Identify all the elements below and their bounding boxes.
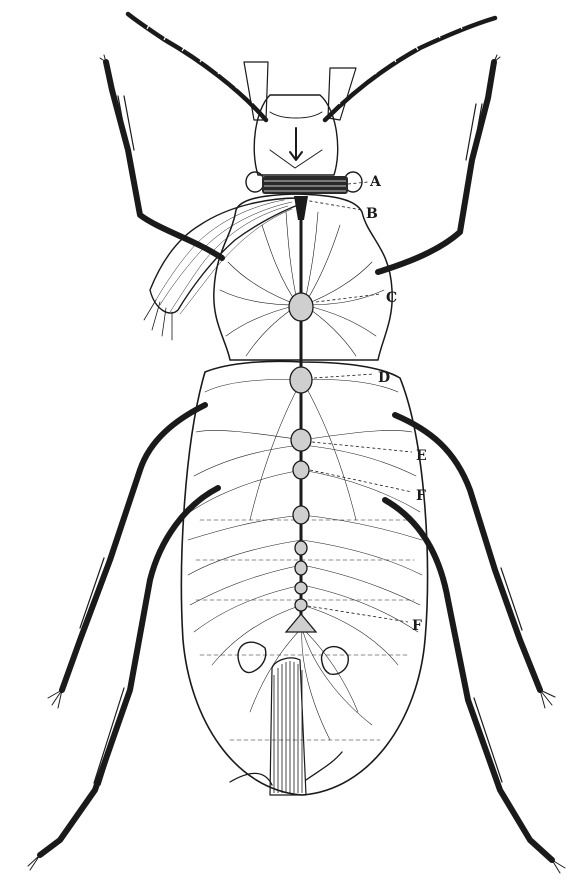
label-B: B: [366, 206, 378, 222]
label-D: D: [378, 370, 390, 386]
label-F-upper: F: [416, 488, 426, 504]
figure-labels: A B C D E F F: [366, 174, 427, 634]
leader-lines: [304, 182, 412, 622]
ganglion-abdominal-3: [295, 541, 307, 555]
label-E: E: [416, 448, 427, 464]
ganglion-abdominal-2: [293, 506, 309, 524]
label-C: C: [386, 290, 397, 306]
label-F-lower: F: [412, 618, 422, 634]
ganglion-abdominal-4: [295, 561, 307, 575]
ganglion-abdominal-5: [295, 582, 307, 594]
antennae: [128, 14, 495, 120]
ganglion-terminal: [286, 614, 316, 632]
ganglion-abdominal-1: [293, 461, 309, 479]
abdomen: [181, 361, 427, 795]
head: [244, 62, 362, 192]
gland-organ: [144, 198, 298, 340]
neck-band: [262, 176, 348, 194]
ganglion-thoracic-1: [289, 293, 313, 321]
hindgut: [230, 642, 348, 795]
ganglion-abdominal-6: [295, 599, 307, 611]
ganglion-thoracic-2: [290, 367, 312, 393]
label-A: A: [369, 174, 382, 190]
ganglion-thoracic-3: [291, 429, 311, 451]
